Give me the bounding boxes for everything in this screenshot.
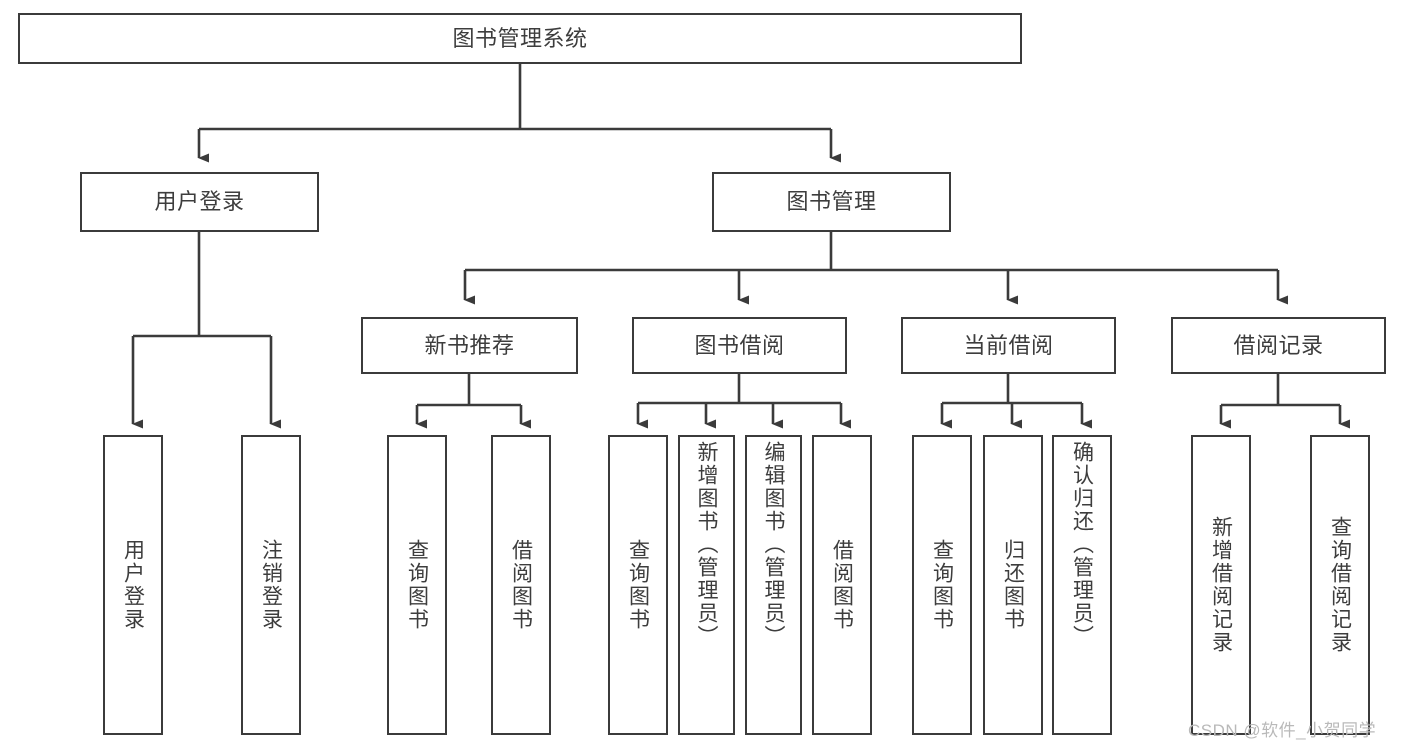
node-leaf-user-login-label: 用户登录 — [121, 539, 145, 631]
node-user-login-label: 用户登录 — [154, 189, 245, 215]
node-leaf-edit-book-admin[interactable]: 编辑图书（管理员） — [745, 435, 802, 735]
node-new-book-recommend[interactable]: 新书推荐 — [361, 317, 578, 374]
node-new-book-recommend-label: 新书推荐 — [424, 332, 515, 358]
node-leaf-confirm-return-admin-label: 确认归还（管理员） — [1070, 441, 1094, 648]
node-leaf-confirm-return-admin[interactable]: 确认归还（管理员） — [1052, 435, 1112, 735]
node-book-management[interactable]: 图书管理 — [712, 172, 951, 232]
node-leaf-query-book-3[interactable]: 查询图书 — [912, 435, 972, 735]
node-root-label: 图书管理系统 — [452, 25, 588, 51]
node-current-borrow-label: 当前借阅 — [963, 332, 1054, 358]
node-leaf-query-book-1-label: 查询图书 — [405, 539, 429, 631]
node-leaf-logout[interactable]: 注销登录 — [241, 435, 301, 735]
node-book-management-label: 图书管理 — [786, 189, 877, 215]
node-leaf-return-book-label: 归还图书 — [1001, 539, 1025, 631]
node-leaf-borrow-book-2-label: 借阅图书 — [830, 539, 854, 631]
node-book-borrow[interactable]: 图书借阅 — [632, 317, 847, 374]
node-borrow-record[interactable]: 借阅记录 — [1171, 317, 1386, 374]
node-root[interactable]: 图书管理系统 — [18, 13, 1022, 64]
node-leaf-borrow-book-2[interactable]: 借阅图书 — [812, 435, 872, 735]
node-current-borrow[interactable]: 当前借阅 — [901, 317, 1116, 374]
node-leaf-edit-book-admin-label: 编辑图书（管理员） — [762, 441, 785, 648]
node-leaf-query-borrow-record-label: 查询借阅记录 — [1328, 516, 1352, 654]
node-book-borrow-label: 图书借阅 — [694, 332, 785, 358]
node-user-login[interactable]: 用户登录 — [80, 172, 319, 232]
node-leaf-add-borrow-record-label: 新增借阅记录 — [1209, 516, 1233, 654]
node-leaf-query-book-3-label: 查询图书 — [930, 539, 954, 631]
node-borrow-record-label: 借阅记录 — [1233, 332, 1324, 358]
node-leaf-query-borrow-record[interactable]: 查询借阅记录 — [1310, 435, 1370, 735]
node-leaf-borrow-book-1-label: 借阅图书 — [509, 539, 533, 631]
node-leaf-query-book-2[interactable]: 查询图书 — [608, 435, 668, 735]
node-leaf-add-book-admin[interactable]: 新增图书（管理员） — [678, 435, 735, 735]
node-leaf-logout-label: 注销登录 — [259, 539, 283, 631]
node-leaf-add-book-admin-label: 新增图书（管理员） — [695, 441, 718, 648]
node-leaf-add-borrow-record[interactable]: 新增借阅记录 — [1191, 435, 1251, 735]
node-leaf-borrow-book-1[interactable]: 借阅图书 — [491, 435, 551, 735]
node-leaf-query-book-2-label: 查询图书 — [626, 539, 650, 631]
node-leaf-return-book[interactable]: 归还图书 — [983, 435, 1043, 735]
csdn-watermark: CSDN @软件_小贺同学 — [1188, 721, 1377, 740]
node-leaf-query-book-1[interactable]: 查询图书 — [387, 435, 447, 735]
node-leaf-user-login[interactable]: 用户登录 — [103, 435, 163, 735]
